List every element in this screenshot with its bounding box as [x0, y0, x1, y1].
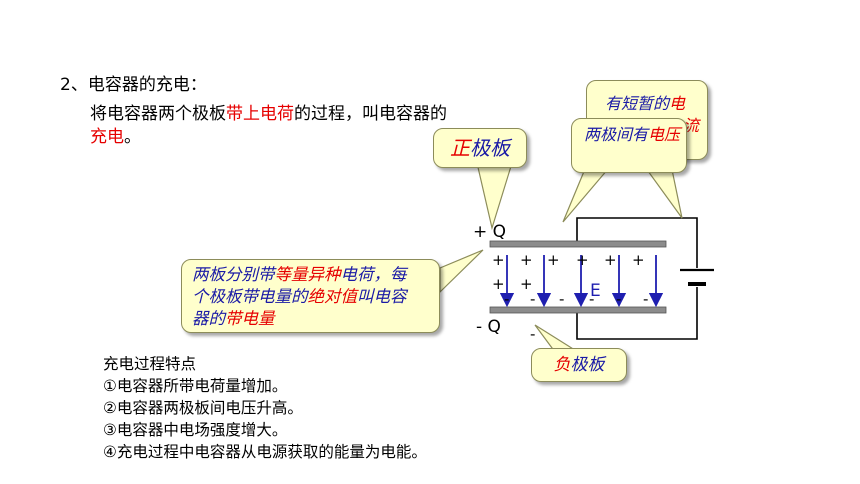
callout-equal-charge: 两板分别带等量异种电荷，每 个极板带电量的绝对值叫电容 器的带电量: [181, 259, 440, 333]
current-highlight: 电: [669, 94, 686, 113]
plus-charge: +: [520, 275, 533, 293]
charging-features: 充电过程特点 ①电容器所带电荷量增加。 ②电容器两极板间电压升高。 ③电容器中电…: [103, 353, 427, 463]
definition-highlight-charge: 带上电荷: [226, 104, 294, 124]
plus-charge: +: [520, 251, 533, 269]
equal-charge-line-1: 两板分别带等量异种电荷，每: [192, 265, 407, 284]
equal-charge-line-2: 个极板带电量的绝对值叫电容: [192, 287, 407, 306]
definition-highlight-charging: 充电: [90, 127, 124, 147]
plus-charge: +: [492, 251, 505, 269]
voltage-highlight: 电压: [648, 125, 681, 144]
callout-positive-plate: 正极板: [433, 128, 527, 168]
negative-label-text: 极板: [570, 355, 605, 375]
circuit-wires: [576, 217, 698, 340]
equal-charge-line-3: 器的带电量: [192, 309, 275, 328]
electric-field-lines: [499, 255, 664, 308]
current-highlight-2: 流: [683, 116, 700, 135]
positive-label-text: 极板: [470, 136, 510, 160]
current-text: 有短暂的: [605, 94, 670, 113]
feature-item: ③电容器中电场强度增大。: [103, 421, 288, 439]
minus-charge: -: [504, 290, 509, 308]
plus-charge: +: [492, 275, 505, 293]
minus-charge: -: [616, 290, 621, 308]
plus-charge: +: [576, 251, 589, 269]
minus-charge: -: [589, 290, 594, 308]
minus-charge: -: [643, 290, 648, 308]
plus-q-label: + Q: [473, 222, 506, 242]
charging-definition: 将电容器两个极板带上电荷的过程，叫电容器的充电。: [90, 103, 450, 149]
negative-label-highlight: 负: [553, 355, 571, 375]
feature-item: ④充电过程中电容器从电源获取的能量为电能。: [103, 443, 427, 461]
minus-charge: -: [530, 290, 535, 308]
minus-charge: -: [530, 325, 535, 343]
minus-q-label: - Q: [476, 317, 501, 337]
feature-item: ②电容器两极板间电压升高。: [103, 399, 303, 417]
section-heading: 2、电容器的充电：: [60, 75, 207, 95]
plus-charge: +: [604, 251, 617, 269]
callout-tails: [439, 159, 683, 353]
definition-text-2: 的过程，叫电容器的: [294, 104, 447, 124]
negative-charges: - - - - - - -: [504, 290, 648, 343]
positive-label-highlight: 正: [450, 136, 470, 160]
callout-voltage: 两极间有电压: [571, 118, 687, 173]
plus-charge: +: [632, 251, 645, 269]
minus-charge: -: [559, 290, 564, 308]
battery-icon: [680, 268, 714, 286]
feature-item: ①电容器所带电荷量增加。: [103, 377, 288, 395]
definition-text-3: 。: [124, 127, 141, 147]
callout-negative-plate: 负极板: [531, 348, 627, 382]
plus-charge: +: [547, 251, 560, 269]
positive-charges: + + + + + + + +: [492, 251, 645, 293]
positive-plate: [489, 240, 667, 248]
definition-text-1: 将电容器两个极板: [90, 104, 226, 124]
negative-plate: [489, 306, 667, 314]
voltage-text: 两极间有: [584, 125, 649, 144]
field-label: E: [590, 281, 601, 301]
features-title: 充电过程特点: [103, 355, 197, 373]
